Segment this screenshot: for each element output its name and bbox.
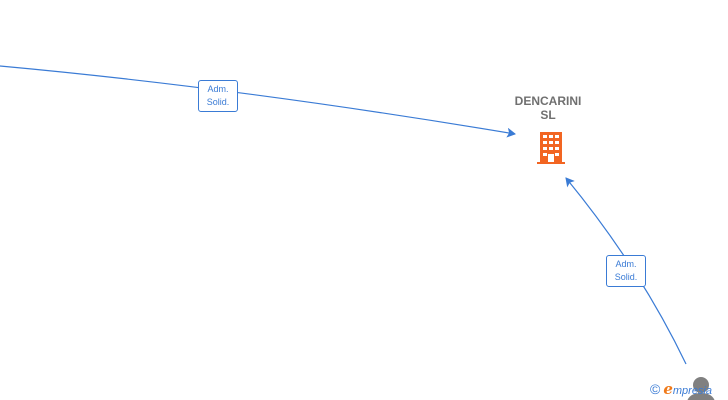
company-name-line1: DENCARINI	[514, 94, 582, 108]
relation-label-2-line1: Adm.	[615, 259, 637, 269]
relation-label-1-line1: Adm.	[207, 84, 229, 94]
copyright-symbol: ©	[650, 381, 661, 397]
building-icon[interactable]	[533, 130, 567, 164]
copyright-watermark: ©empresia	[650, 380, 712, 398]
brand-e-logo: e	[663, 380, 673, 398]
relation-label-2[interactable]: Adm. Solid.	[606, 255, 646, 287]
person-icon[interactable]	[684, 374, 718, 400]
company-name[interactable]: DENCARINI SL	[498, 94, 598, 122]
company-name-line2: SL	[540, 108, 556, 122]
relation-label-1[interactable]: Adm. Solid.	[198, 80, 238, 112]
relation-label-1-line2: Solid.	[206, 97, 230, 107]
relation-label-2-line2: Solid.	[614, 272, 638, 282]
brand-name: mpresia	[672, 385, 712, 397]
edge-line-1	[0, 65, 516, 138]
